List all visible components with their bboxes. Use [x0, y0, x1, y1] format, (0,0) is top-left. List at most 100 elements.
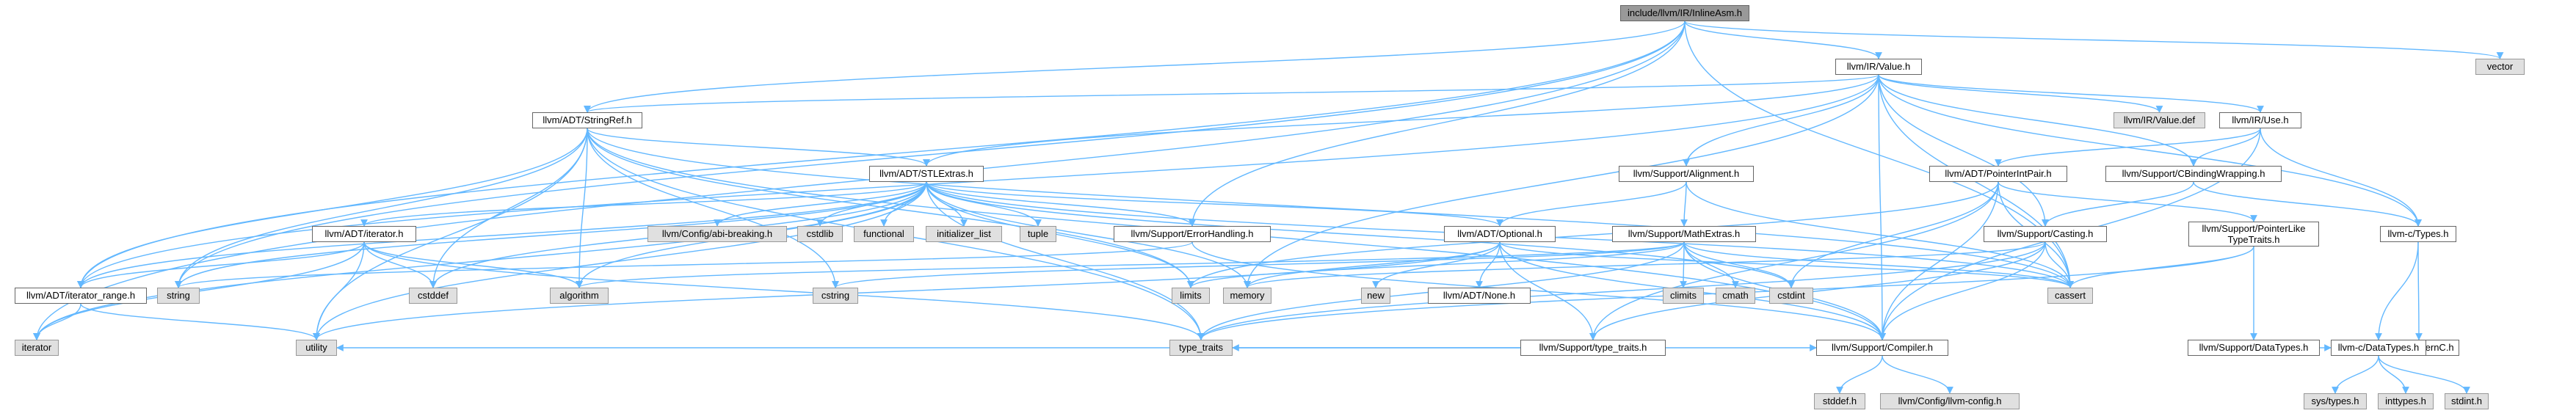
edge-stlextras-to-abibreaking	[714, 181, 927, 227]
edge-inlineasm-to-value	[1684, 21, 1882, 59]
node-tuple[interactable]: tuple	[1020, 226, 1056, 242]
edge-value-to-memory	[1244, 74, 1879, 288]
node-inttypes-h[interactable]: inttypes.h	[2378, 393, 2434, 409]
node-llvm-ir-use-h[interactable]: llvm/IR/Use.h	[2219, 112, 2301, 128]
edge-inlineasm-to-string	[175, 21, 1686, 288]
node-limits[interactable]: limits	[1172, 288, 1210, 304]
edge-optional-to-utility	[313, 241, 1501, 340]
edge-pointerlike-to-cassert	[2067, 246, 2254, 288]
node-llvm-support-datatypes-h[interactable]: llvm/Support/DataTypes.h	[2188, 340, 2320, 356]
node-llvm-adt-stringref-h[interactable]: llvm/ADT/StringRef.h	[532, 112, 642, 128]
edge-compiler-to-stddef	[1836, 355, 1883, 394]
node-sys-types-h[interactable]: sys/types.h	[2304, 393, 2367, 409]
node-climits[interactable]: climits	[1663, 288, 1704, 304]
edge-stlextras-to-memory	[926, 181, 1251, 288]
edge-optional-to-memory	[1244, 241, 1501, 288]
edge-stlextras-to-iterrange	[77, 181, 927, 288]
edge-stringref-to-stlextras	[587, 128, 930, 167]
node-llvm-ir-value-def[interactable]: llvm/IR/Value.def	[2114, 112, 2205, 128]
edge-value-to-ctypes	[1878, 74, 2422, 227]
edge-cbinding-to-casting	[2042, 181, 2194, 227]
edge-value-to-cbinding	[1878, 74, 2197, 167]
edge-stlextras-to-limits	[926, 181, 1194, 288]
node-new[interactable]: new	[1361, 288, 1390, 304]
edge-stringref-to-iterrange	[77, 128, 588, 288]
node-vector[interactable]: vector	[2475, 59, 2525, 75]
edge-stlextras-to-iteratorh	[360, 181, 927, 227]
edge-optional-to-none	[1476, 241, 1501, 288]
edge-iteratorh-to-cstddef	[363, 241, 437, 288]
node-string[interactable]: string	[157, 288, 200, 304]
edge-use-to-ctypes	[2260, 128, 2422, 227]
node-llvm-config-abi-breaking-h[interactable]: llvm/Config/abi-breaking.h	[647, 226, 787, 242]
node-cstring[interactable]: cstring	[813, 288, 858, 304]
node-memory[interactable]: memory	[1223, 288, 1271, 304]
node-llvm-support-errorhandling-h[interactable]: llvm/Support/ErrorHandling.h	[1114, 226, 1271, 242]
node-functional[interactable]: functional	[854, 226, 914, 242]
node-cstddef[interactable]: cstddef	[409, 288, 457, 304]
node-algorithm[interactable]: algorithm	[550, 288, 609, 304]
node-include-llvm-ir-inlineasm-h[interactable]: include/llvm/IR/InlineAsm.h	[1620, 5, 1749, 21]
edge-iteratorh-to-typetraits	[363, 241, 1205, 340]
edge-mathextras-to-cstring	[832, 241, 1685, 288]
edge-pointerintpair-to-limits	[1187, 181, 1999, 288]
edge-casting-to-memory	[1244, 241, 2046, 288]
node-cstdint[interactable]: cstdint	[1769, 288, 1813, 304]
edge-pointerintpair-to-pointerlike	[1998, 181, 2257, 222]
node-iterator[interactable]: iterator	[15, 340, 59, 356]
edge-mathextras-to-algorithm	[576, 241, 1685, 288]
edge-alignment-to-optional	[1496, 181, 1687, 227]
node-initializer-list[interactable]: initializer_list	[926, 226, 1002, 242]
node-stddef-h[interactable]: stddef.h	[1814, 393, 1865, 409]
node-llvm-support-casting-h[interactable]: llvm/Support/Casting.h	[1984, 226, 2107, 242]
node-llvm-support-pointerliketypetraits-h[interactable]: llvm/Support/PointerLike TypeTraits.h	[2188, 222, 2319, 247]
edge-stringref-to-algorithm	[576, 128, 588, 288]
edge-optional-to-cassert	[1499, 241, 2074, 288]
edge-inlineasm-to-errorhandling	[1189, 21, 1686, 227]
edge-value-to-valuedef	[1878, 74, 2163, 113]
node-cstdlib[interactable]: cstdlib	[797, 226, 843, 242]
edge-alignment-to-cassert	[1686, 181, 2074, 288]
node-stdint-h[interactable]: stdint.h	[2445, 393, 2489, 409]
node-llvm-adt-optional-h[interactable]: llvm/ADT/Optional.h	[1444, 226, 1556, 242]
edge-inlineasm-to-iterrange	[77, 21, 1686, 288]
edge-stlextras-to-string	[175, 181, 927, 288]
node-llvm-support-mathextras-h[interactable]: llvm/Support/MathExtras.h	[1612, 226, 1756, 242]
edge-value-to-stringref	[584, 74, 1879, 113]
node-llvm-adt-stlextras-h[interactable]: llvm/ADT/STLExtras.h	[869, 166, 984, 182]
node-llvm-config-llvm-config-h[interactable]: llvm/Config/llvm-config.h	[1880, 393, 2020, 409]
node-llvm-support-compiler-h[interactable]: llvm/Support/Compiler.h	[1816, 340, 1948, 356]
edge-value-to-stlextras	[923, 74, 1879, 167]
node-llvm-c-types-h[interactable]: llvm-c/Types.h	[2380, 226, 2456, 242]
node-utility[interactable]: utility	[296, 340, 337, 356]
edge-value-to-alignment	[1683, 74, 1879, 167]
node-llvm-adt-none-h[interactable]: llvm/ADT/None.h	[1428, 288, 1531, 304]
edge-alignment-to-mathextras	[1680, 181, 1688, 227]
edge-casting-to-typetraitsllvm	[1589, 241, 2046, 340]
edge-optional-to-typetraitsllvm	[1499, 241, 1597, 340]
node-llvm-adt-iterator-range-h[interactable]: llvm/ADT/iterator_range.h	[15, 288, 147, 304]
node-cmath[interactable]: cmath	[1716, 288, 1755, 304]
node-llvm-adt-pointerintpair-h[interactable]: llvm/ADT/PointerIntPair.h	[1929, 166, 2067, 182]
node-llvm-support-alignment-h[interactable]: llvm/Support/Alignment.h	[1619, 166, 1754, 182]
node-llvm-support-type-traits-h[interactable]: llvm/Support/type_traits.h	[1520, 340, 1666, 356]
node-cassert[interactable]: cassert	[2047, 288, 2093, 304]
node-llvm-c-datatypes-h[interactable]: llvm-c/DataTypes.h	[2331, 340, 2426, 356]
node-label-line-1: llvm/Support/PointerLike	[2202, 223, 2306, 234]
edge-use-to-pointerintpair	[1995, 128, 2261, 167]
edge-iteratorh-to-iterrange	[77, 241, 365, 288]
edge-ctypes-to-externc	[2415, 241, 2423, 340]
node-llvm-adt-iterator-h[interactable]: llvm/ADT/iterator.h	[312, 226, 416, 242]
edge-iteratorh-to-algorithm	[363, 241, 583, 288]
edge-mathextras-to-climits	[1680, 241, 1687, 288]
node-type-traits[interactable]: type_traits	[1169, 340, 1233, 356]
edge-pointerintpair-to-cstdint	[1788, 181, 1999, 288]
node-llvm-support-cbindingwrapping-h[interactable]: llvm/Support/CBindingWrapping.h	[2105, 166, 2282, 182]
node-label-line-2: TypeTraits.h	[2227, 234, 2280, 245]
node-llvm-ir-value-h[interactable]: llvm/IR/Value.h	[1835, 59, 1922, 75]
edge-casting-to-compiler	[1879, 241, 2046, 340]
edge-inlineasm-to-iteratorstd	[33, 21, 1686, 340]
edge-cdatatypes-to-stdint	[2378, 355, 2470, 394]
edge-mathextras-to-cmath	[1683, 241, 1739, 288]
edge-stlextras-to-cstdint	[926, 181, 1795, 288]
